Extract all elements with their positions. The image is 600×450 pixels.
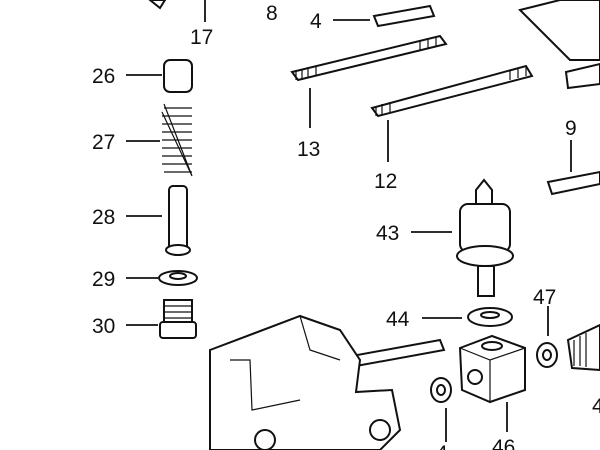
callout-28: 28 xyxy=(92,206,115,229)
callout-partial-bottom: 4 xyxy=(436,442,448,450)
leader-lines xyxy=(126,0,572,442)
callout-46: 46 xyxy=(492,436,515,450)
callout-partial-right: 4 xyxy=(592,395,600,418)
part-43-pressure-sender xyxy=(456,178,514,297)
callout-44: 44 xyxy=(386,308,410,331)
part-46-block xyxy=(458,334,526,404)
callout-27: 27 xyxy=(92,131,115,154)
engine-housing xyxy=(209,314,402,450)
callout-13: 13 xyxy=(297,138,320,161)
callout-43: 43 xyxy=(376,222,399,245)
part-28-plunger xyxy=(165,185,191,256)
part-26-cap xyxy=(163,59,193,93)
callout-12: 12 xyxy=(374,170,397,193)
part-27-spring xyxy=(161,103,193,177)
fitting-right xyxy=(566,323,600,372)
part-29-washer xyxy=(158,270,198,286)
upper-right-housing xyxy=(518,0,600,90)
part-17-fragment xyxy=(148,0,167,10)
callout-17: 17 xyxy=(190,26,213,49)
washer-left xyxy=(430,377,452,403)
studs xyxy=(290,4,600,372)
callout-47: 47 xyxy=(533,286,556,309)
callout-4: 4 xyxy=(310,10,322,33)
part-47-washer xyxy=(536,342,558,368)
part-44-washer xyxy=(467,307,513,327)
callout-9: 9 xyxy=(565,117,577,140)
callout-8: 8 xyxy=(266,2,278,25)
callout-26: 26 xyxy=(92,65,115,88)
callout-29: 29 xyxy=(92,268,115,291)
callout-30: 30 xyxy=(92,315,115,338)
callout-labels: 17 8 4 26 27 28 29 30 13 12 9 43 44 47 4… xyxy=(92,2,600,450)
part-30-plug xyxy=(159,299,197,339)
